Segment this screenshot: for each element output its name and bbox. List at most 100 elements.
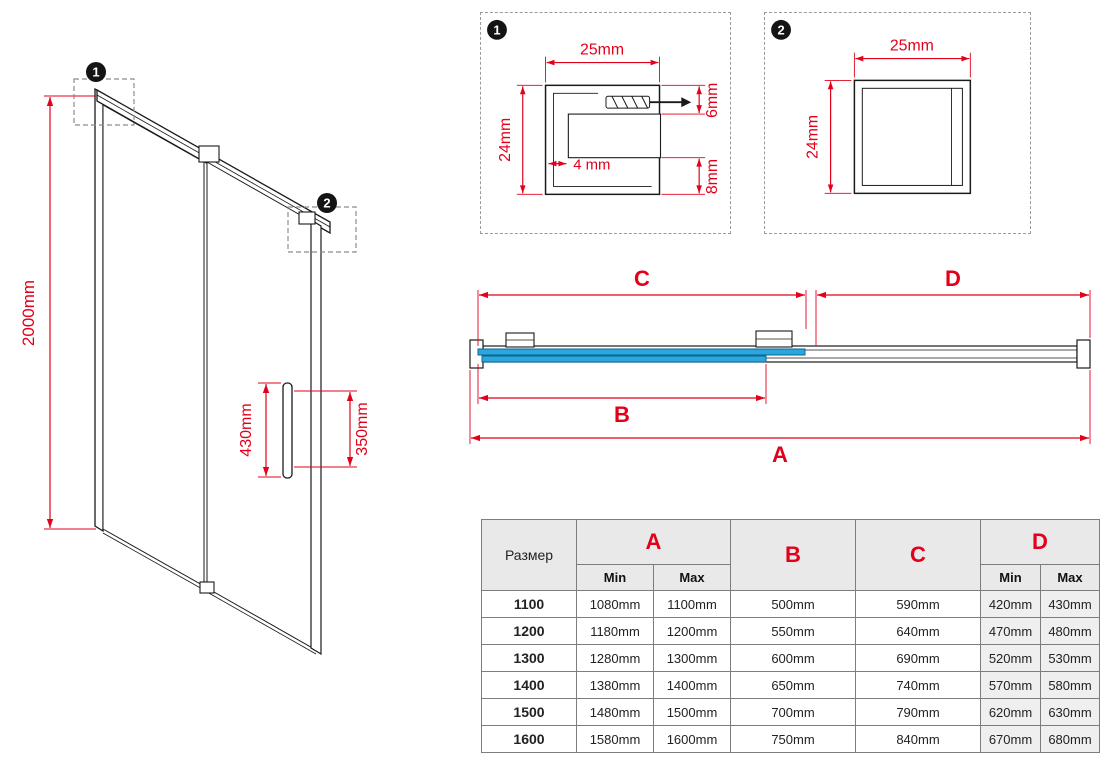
dimension-B: B — [477, 364, 767, 427]
dim-A-label: A — [772, 442, 788, 467]
size-cell: 1200 — [481, 617, 577, 645]
d-min-cell: 420mm — [980, 590, 1041, 618]
detail-2-dim-25mm: 25mm — [853, 38, 971, 78]
detail-1-inner-label: 4 mm — [573, 158, 610, 174]
c-cell: 790mm — [855, 698, 981, 726]
wall-anchor-icon — [605, 95, 692, 109]
marker-1-icon — [86, 62, 106, 82]
fixed-glass-panel — [102, 104, 205, 587]
d-min-cell: 570mm — [980, 671, 1041, 699]
d-min-cell: 620mm — [980, 698, 1041, 726]
d-max-cell: 480mm — [1040, 617, 1100, 645]
d-max-cell: 680mm — [1040, 725, 1100, 753]
detail-1-dim-24mm: 24mm — [497, 84, 543, 195]
glass-slot — [567, 113, 662, 159]
detail-view-2: 2 25mm 24mm — [764, 12, 1031, 234]
column-header-D: D — [980, 519, 1100, 565]
door-stile — [310, 218, 322, 656]
column-header-C: C — [855, 519, 981, 591]
handle-length-label: 430mm — [238, 403, 255, 456]
marker-1-number: 1 — [92, 65, 99, 80]
b-cell: 750mm — [730, 725, 856, 753]
a-max-header: Max — [653, 564, 731, 591]
c-cell: 840mm — [855, 725, 981, 753]
d-max-cell: 630mm — [1040, 698, 1100, 726]
size-cell: 1600 — [481, 725, 577, 753]
detail-1-right-top-label: 6mm — [704, 83, 721, 118]
d-max-cell: 580mm — [1040, 671, 1100, 699]
height-dimension-label: 2000mm — [19, 280, 38, 346]
table-row: 1200 1180mm 1200mm 550mm 640mm 470mm 480… — [481, 617, 1100, 645]
detail-2-top-label: 25mm — [890, 38, 934, 55]
detail-1-dim-4mm: 4 mm — [548, 158, 610, 174]
detail-2-left-label: 24mm — [805, 115, 822, 159]
door-handle — [282, 382, 293, 479]
a-max-cell: 1500mm — [653, 698, 731, 726]
table-row: 1100 1080mm 1100mm 500mm 590mm 420mm 430… — [481, 590, 1100, 618]
detail-2-dim-24mm: 24mm — [805, 79, 852, 194]
door-isometric-view: 2000mm 430mm 350mm 1 2 — [0, 0, 470, 765]
detail-1-dim-8mm: 8mm — [661, 157, 721, 195]
detail-1-marker-number: 1 — [493, 22, 500, 37]
size-table: Размер A B C D Min Max Min Max 1100 1080… — [481, 519, 1100, 753]
size-cell: 1300 — [481, 644, 577, 672]
b-cell: 700mm — [730, 698, 856, 726]
a-max-cell: 1400mm — [653, 671, 731, 699]
size-cell: 1400 — [481, 671, 577, 699]
c-cell: 590mm — [855, 590, 981, 618]
dimension-2000mm: 2000mm — [19, 95, 96, 530]
door-structure — [94, 87, 331, 656]
marker-2-icon — [317, 193, 337, 213]
a-min-cell: 1180mm — [576, 617, 654, 645]
detail-view-1: 1 25mm 24mm 4 mm — [480, 12, 731, 234]
floor-guide — [199, 581, 215, 594]
callout-marker-1: 1 — [73, 62, 135, 126]
a-min-cell: 1480mm — [576, 698, 654, 726]
b-cell: 550mm — [730, 617, 856, 645]
c-cell: 690mm — [855, 644, 981, 672]
d-max-cell: 530mm — [1040, 644, 1100, 672]
d-min-cell: 470mm — [980, 617, 1041, 645]
dimension-D: D — [815, 266, 1091, 346]
d-min-cell: 670mm — [980, 725, 1041, 753]
square-profile-section-drawing — [853, 79, 972, 195]
b-cell: 650mm — [730, 671, 856, 699]
size-cell: 1500 — [481, 698, 577, 726]
a-max-cell: 1100mm — [653, 590, 731, 618]
a-min-header: Min — [576, 564, 654, 591]
a-max-cell: 1200mm — [653, 617, 731, 645]
table-row: 1600 1580mm 1600mm 750mm 840mm 670mm 680… — [481, 725, 1100, 753]
detail-1-dim-6mm: 6mm — [661, 83, 721, 118]
column-header-B: B — [730, 519, 856, 591]
rail-plan-view: C D B A — [458, 262, 1115, 502]
dim-B-label: B — [614, 402, 630, 427]
a-max-cell: 1600mm — [653, 725, 731, 753]
rail-assembly-drawing — [469, 330, 1091, 369]
size-cell: 1100 — [481, 590, 577, 618]
a-min-cell: 1380mm — [576, 671, 654, 699]
a-max-cell: 1300mm — [653, 644, 731, 672]
dimension-A: A — [469, 370, 1091, 467]
right-wall-profile — [1076, 339, 1091, 369]
a-min-cell: 1280mm — [576, 644, 654, 672]
detail-1-top-label: 25mm — [580, 42, 624, 59]
dimension-350mm: 350mm — [294, 390, 371, 468]
sliding-glass-section — [481, 355, 767, 363]
d-max-header: Max — [1040, 564, 1100, 591]
dimension-430mm: 430mm — [238, 382, 281, 478]
roller-bracket-right — [298, 211, 316, 225]
detail-1-right-bottom-label: 8mm — [704, 159, 721, 194]
wall-profile-section-drawing — [544, 84, 692, 196]
d-min-header: Min — [980, 564, 1041, 591]
marker-2-number: 2 — [323, 196, 330, 211]
detail-1-left-label: 24mm — [497, 118, 514, 162]
c-cell: 740mm — [855, 671, 981, 699]
dimension-C: C — [477, 266, 807, 346]
b-cell: 500mm — [730, 590, 856, 618]
column-header-A: A — [576, 519, 731, 565]
a-min-cell: 1580mm — [576, 725, 654, 753]
size-column-header: Размер — [481, 519, 577, 591]
detail-2-marker-number: 2 — [777, 22, 784, 37]
dim-D-label: D — [945, 266, 961, 291]
d-max-cell: 430mm — [1040, 590, 1100, 618]
